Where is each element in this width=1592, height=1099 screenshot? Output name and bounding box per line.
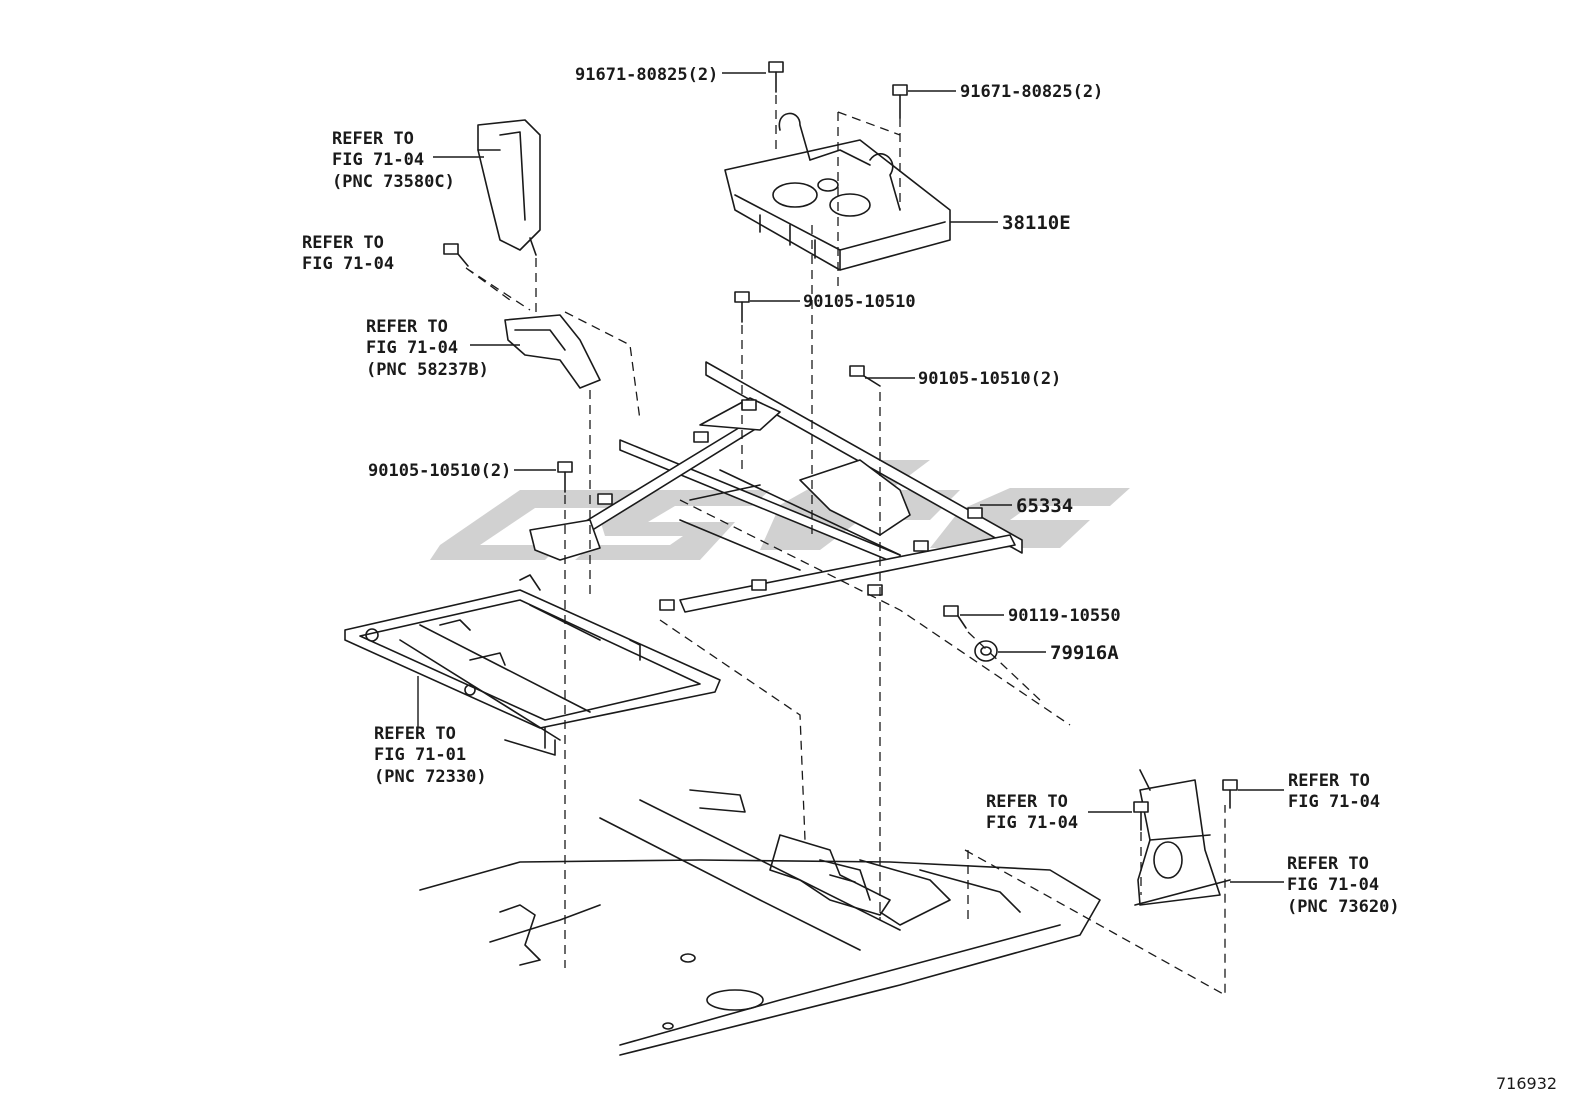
label-refer-retractor: REFER TO FIG 71-04 (PNC 73620) xyxy=(1287,854,1400,917)
label-part-38110e: 38110E xyxy=(1002,212,1071,234)
label-refer-retractor-bolt-right: REFER TO FIG 71-04 xyxy=(1288,771,1380,812)
bolt-icon xyxy=(768,61,784,93)
label-bolt-top-right: 91671-80825(2) xyxy=(960,82,1103,102)
label-refer-bolt-left: REFER TO FIG 71-04 xyxy=(302,233,394,274)
seat-rail-65334 xyxy=(529,361,1023,613)
label-part-65334: 65334 xyxy=(1016,495,1073,517)
bolt-icon xyxy=(892,84,908,119)
label-bolt-left: 90105-10510(2) xyxy=(368,461,511,481)
bolt-icon xyxy=(1222,779,1238,809)
nut-79916a-icon xyxy=(974,640,998,662)
label-part-79916a: 79916A xyxy=(1050,642,1119,664)
bolt-icon xyxy=(943,605,967,629)
label-bolt-right: 90105-10510(2) xyxy=(918,369,1061,389)
label-refer-seat-frame: REFER TO FIG 71-01 (PNC 72330) xyxy=(374,724,487,787)
bracket-58237b xyxy=(504,314,601,389)
seat-frame-72330 xyxy=(344,574,721,756)
label-refer-retractor-bolt-left: REFER TO FIG 71-04 xyxy=(986,792,1078,833)
label-bolt-small: 90119-10550 xyxy=(1008,606,1121,626)
bolt-icon xyxy=(443,243,469,267)
leader-lines xyxy=(417,72,1284,883)
seat-belt-retractor xyxy=(1134,769,1231,906)
callout-labels: 91671-80825(2) 91671-80825(2) REFER TO F… xyxy=(302,65,1557,1093)
label-refer-bracket: REFER TO FIG 71-04 (PNC 58237B) xyxy=(366,317,489,380)
label-refer-belt-upper: REFER TO FIG 71-04 (PNC 73580C) xyxy=(332,129,455,192)
bolt-icon xyxy=(1133,801,1149,831)
bolts xyxy=(443,61,1238,831)
label-bolt-center: 90105-10510 xyxy=(803,292,916,312)
figure-number: 716932 xyxy=(1496,1074,1557,1093)
bolt-icon xyxy=(849,365,881,387)
alignment-lines xyxy=(465,95,1226,997)
label-bolt-top-left: 91671-80825(2) xyxy=(575,65,718,85)
floor-pan xyxy=(419,789,1101,1056)
bolt-icon xyxy=(557,461,573,493)
seat-belt-buckle xyxy=(477,119,541,256)
bolt-icon xyxy=(734,291,750,323)
